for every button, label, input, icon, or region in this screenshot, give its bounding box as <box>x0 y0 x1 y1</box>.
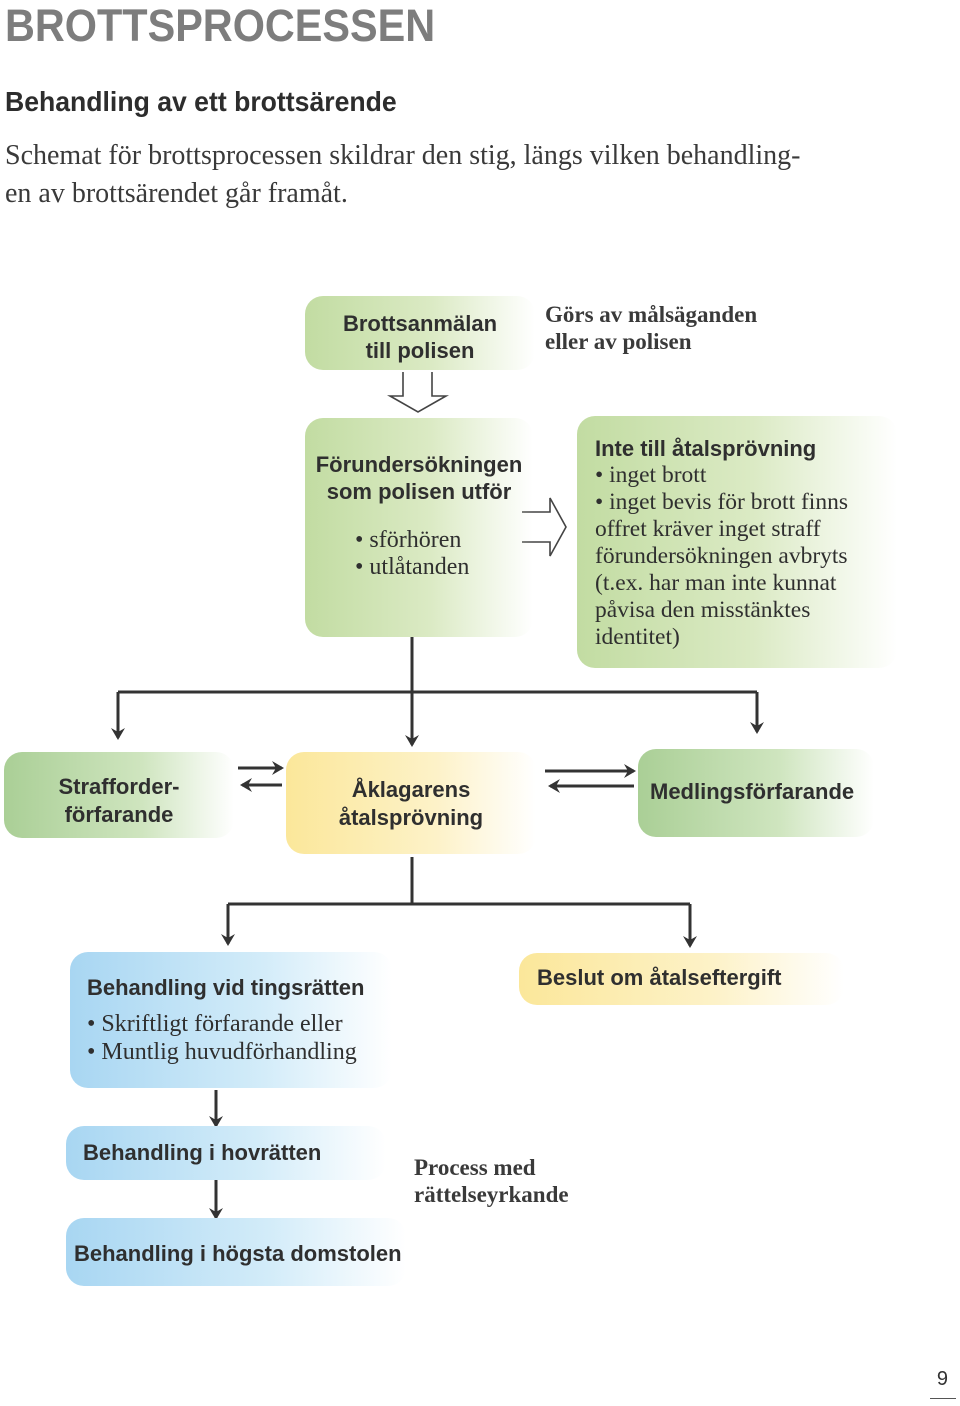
box-mediation: Medlingsförfarande <box>638 749 874 837</box>
note-report-by: Görs av målsäganden eller av polisen <box>545 301 757 355</box>
intro-line-2: en av brottsärendet går framåt. <box>5 178 348 209</box>
box-district-court-title: Behandling vid tingsrätten <box>87 975 365 1000</box>
intro-text: Schemat för brottsprocessen skildrar den… <box>5 137 905 213</box>
page-number: 9 <box>936 1368 948 1390</box>
district-court-item: • Skriftligt förfarande eller <box>87 1011 343 1037</box>
box-waiver-label: Beslut om åtalseftergift <box>537 965 782 990</box>
box-appeal-court-label: Behandling i hovrätten <box>83 1140 322 1165</box>
box-crime-report-line2: till polisen <box>365 338 475 363</box>
box-no-prosecution: Inte till åtalsprövning • inget brott • … <box>577 416 897 668</box>
intro-line-1: Schemat för brottsprocessen skildrar den… <box>5 140 801 171</box>
page-number-rule <box>930 1398 956 1399</box>
box-mediation-label: Medlingsförfarande <box>650 779 855 804</box>
box-district-court: Behandling vid tingsrätten • Skriftligt … <box>70 952 392 1088</box>
no-prosecution-line: offret kräver inget straff <box>595 516 821 542</box>
box-investigation: Förundersökningen som polisen utför • sf… <box>305 418 533 637</box>
note-appeal-process: Process med rättelseyrkande <box>414 1154 569 1208</box>
box-summary-penalty-line1: Strafforder- <box>58 774 180 799</box>
box-investigation-line1: Förundersökningen <box>315 452 523 477</box>
box-crime-report: Brottsanmälan till polisen <box>305 296 535 370</box>
box-crime-report-line1: Brottsanmälan <box>342 311 498 336</box>
box-prosecutor-line1: Åklagarens <box>351 777 471 802</box>
box-summary-penalty: Strafforder- förfarande <box>4 752 234 838</box>
district-court-item: • Muntlig huvudförhandling <box>87 1039 357 1065</box>
note-appeal-process-line2: rättelseyrkande <box>414 1182 569 1207</box>
note-appeal-process-line1: Process med <box>414 1155 536 1180</box>
no-prosecution-line: identitet) <box>595 624 680 650</box>
no-prosecution-line: • inget bevis för brott finns <box>595 489 848 515</box>
box-investigation-line2: som polisen utför <box>326 479 512 504</box>
no-prosecution-line: • inget brott <box>595 462 707 488</box>
no-prosecution-line: påvisa den misstänktes <box>595 597 811 623</box>
box-supreme-court-label: Behandling i högsta domstolen <box>74 1241 402 1266</box>
hollow-down-arrow <box>386 372 450 413</box>
box-no-prosecution-title: Inte till åtalsprövning <box>595 436 817 461</box>
box-prosecutor: Åklagarens åtalsprövning <box>286 752 536 854</box>
investigation-item: • utlåtanden <box>355 554 470 580</box>
box-waiver: Beslut om åtalseftergift <box>519 953 844 1005</box>
no-prosecution-line: (t.ex. har man inte kunnat <box>595 570 837 596</box>
box-prosecutor-line2: åtalsprövning <box>338 805 484 830</box>
no-prosecution-line: förundersökningen avbryts <box>595 543 848 569</box>
section-title: Behandling av ett brottsärende <box>5 86 397 117</box>
hollow-right-arrow <box>522 497 567 557</box>
note-report-by-line2: eller av polisen <box>545 329 692 354</box>
box-appeal-court: Behandling i hovrätten <box>66 1126 386 1180</box>
box-supreme-court: Behandling i högsta domstolen <box>66 1218 406 1286</box>
page-title: BROTTSPROCESSEN <box>5 0 436 51</box>
note-report-by-line1: Görs av målsäganden <box>545 302 758 327</box>
investigation-item: • sförhören <box>355 527 462 553</box>
box-summary-penalty-line2: förfarande <box>64 802 174 827</box>
